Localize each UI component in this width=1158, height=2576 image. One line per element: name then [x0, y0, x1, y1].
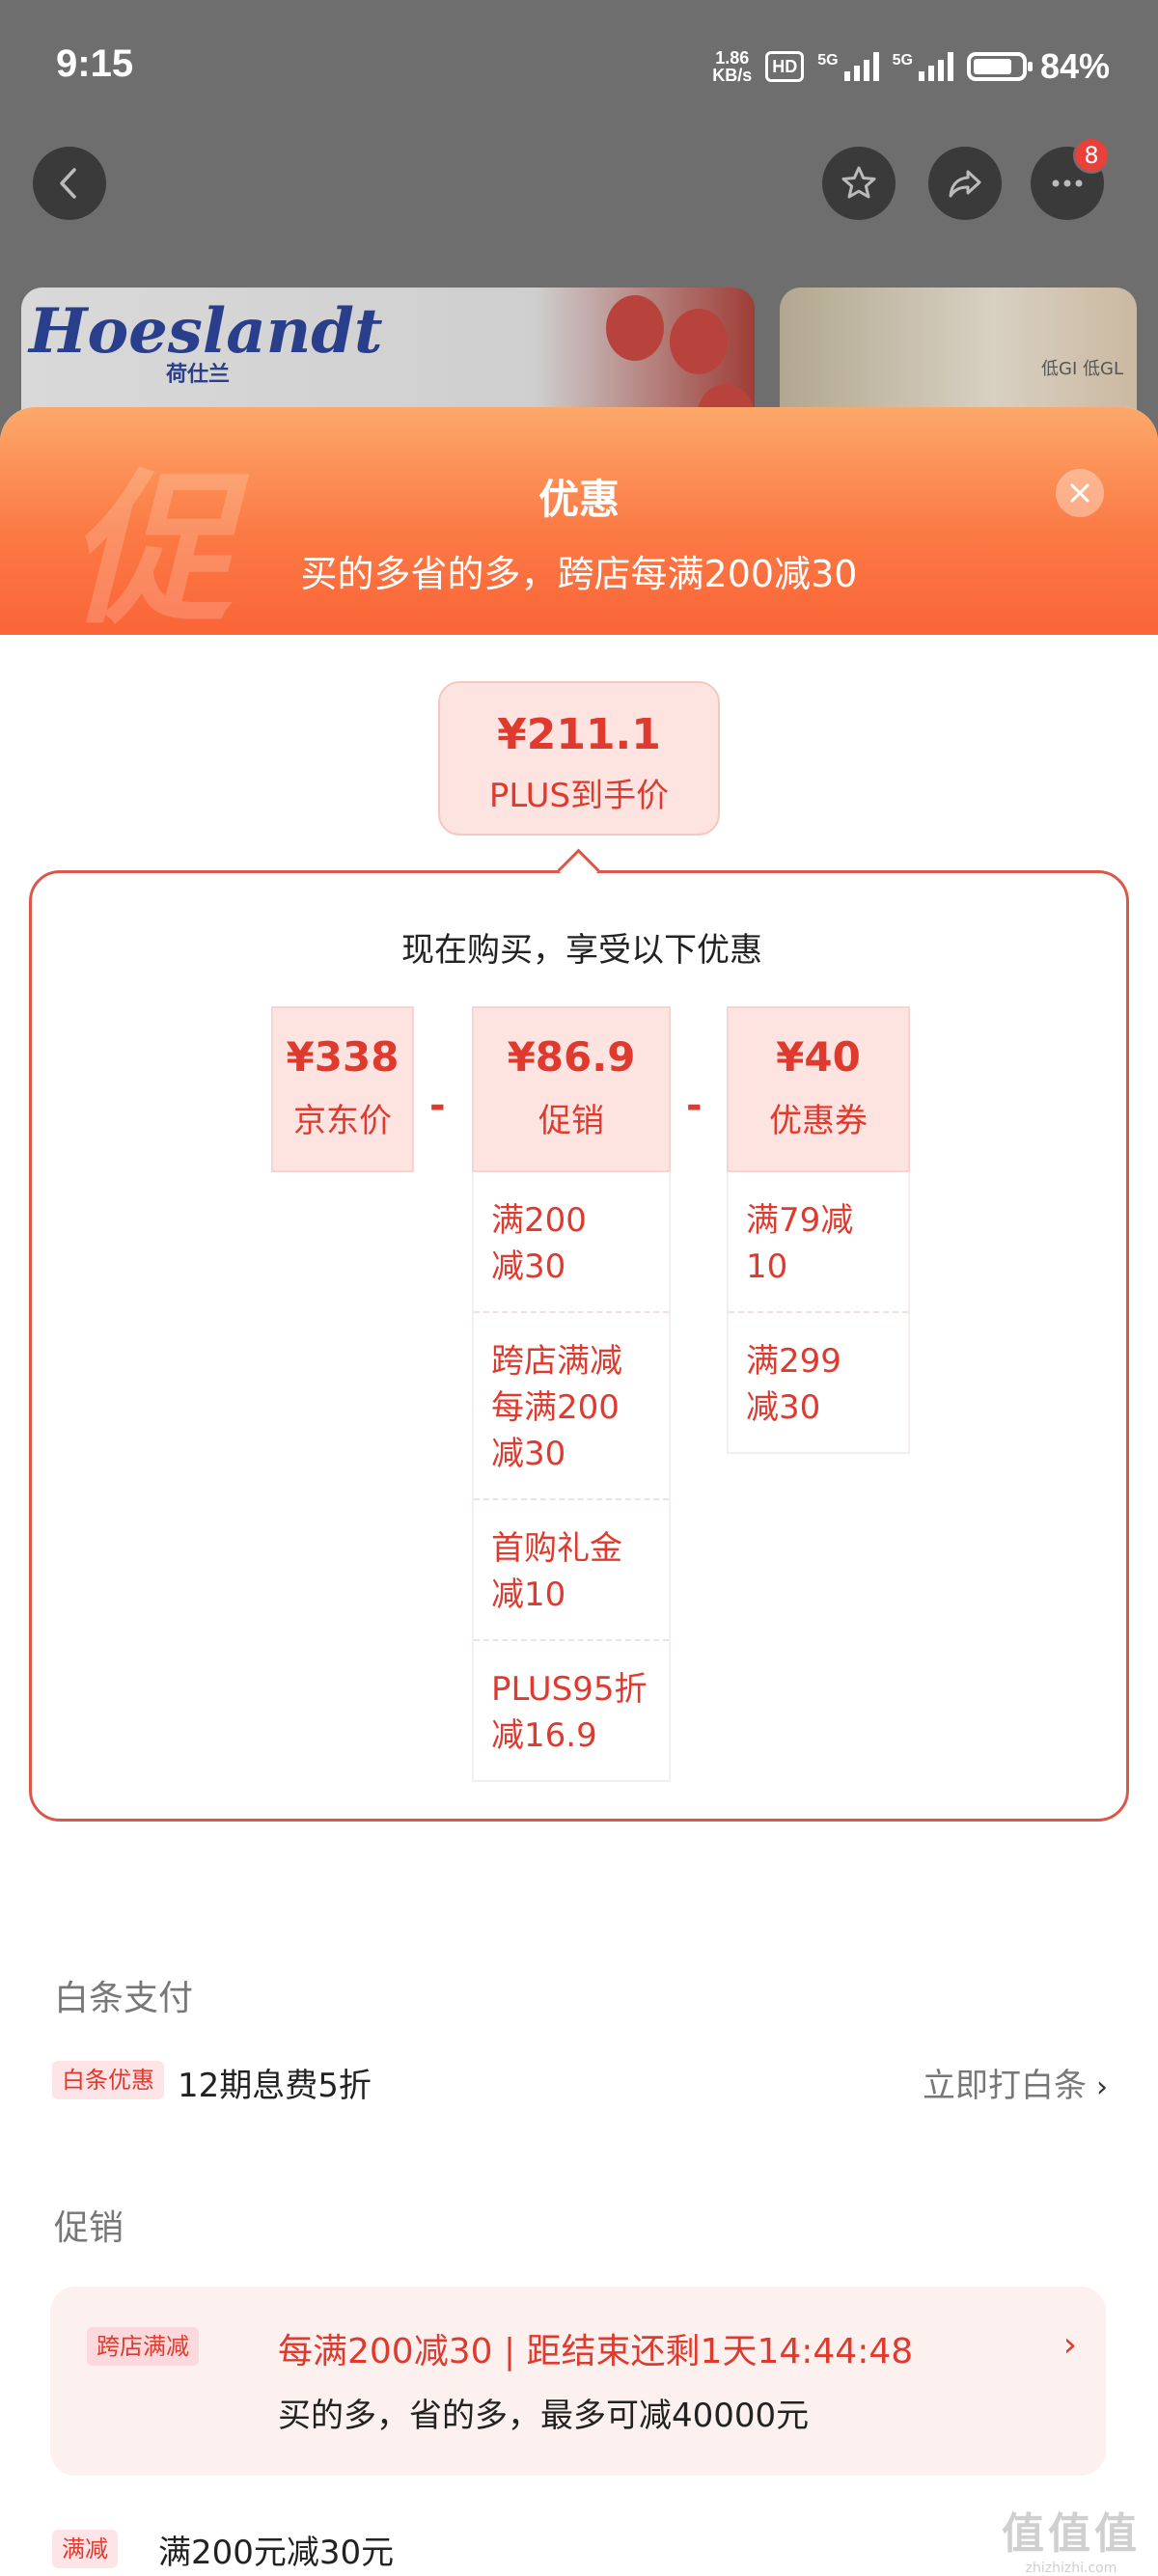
- promotion-label: 促销: [538, 1102, 604, 1140]
- cross-store-promo-card[interactable]: 跨店满减 每满200减30 | 距结束还剩1天14:44:48 买的多，省的多，…: [50, 2287, 1106, 2476]
- final-price-amount: ¥211.1: [497, 710, 661, 759]
- share-button[interactable]: [928, 147, 1002, 220]
- baitiao-section-title: 白条支付: [54, 1979, 194, 2018]
- sheet-header: 促 优惠 买的多省的多，跨店每满200减30: [0, 407, 1158, 635]
- promotion-item: PLUS95折 减16.9: [491, 1670, 648, 1755]
- signal-label: 5G: [817, 52, 839, 69]
- promotion-item: 首购礼金 减10: [474, 1500, 669, 1641]
- promotion-item: 跨店满减 每满200 减30: [474, 1313, 669, 1500]
- site-watermark-logo: 值值值: [1002, 2509, 1141, 2559]
- full-reduction-tag: 满减: [52, 2530, 118, 2568]
- cross-store-tag: 跨店满减: [87, 2327, 199, 2366]
- discount-sheet: 促 优惠 买的多省的多，跨店每满200减30 ¥211.1 PLUS到手价 现在…: [0, 407, 1158, 2576]
- chevron-right-icon: ›: [1062, 2325, 1077, 2365]
- promo-watermark: 促: [68, 455, 233, 635]
- final-price-box: ¥211.1 PLUS到手价: [438, 681, 720, 836]
- baitiao-pay-link-label: 立即打白条: [923, 2067, 1087, 2105]
- breakdown-heading: 现在购买，享受以下优惠: [401, 931, 762, 970]
- coupon-item: 满79减10: [729, 1172, 908, 1313]
- jd-price-amount: ¥338: [286, 1033, 400, 1081]
- promotion-item: 满200 减30: [474, 1172, 669, 1313]
- site-watermark: 值值值 zhizhizhi.com: [1002, 2499, 1141, 2576]
- full-reduction-text[interactable]: 满200元减30元: [158, 2534, 395, 2572]
- minus-sign: -: [686, 1083, 703, 1128]
- network-speed-value: 1.86: [715, 48, 750, 68]
- network-speed: 1.86 KB/s: [712, 49, 752, 84]
- hd-voice-icon: HD: [765, 51, 805, 82]
- sheet-subtitle: 买的多省的多，跨店每满200减30: [300, 553, 858, 595]
- signal-label-2: 5G: [892, 52, 913, 69]
- promotion-box: ¥86.9 促销: [472, 1006, 671, 1172]
- price-breakdown: 现在购买，享受以下优惠 ¥338 京东价 - ¥86.9 促销 满200 减30…: [29, 870, 1129, 1822]
- favorite-button[interactable]: [822, 147, 896, 220]
- close-button[interactable]: [1056, 469, 1104, 517]
- lantern-decoration: [606, 295, 664, 361]
- coupon-box: ¥40 优惠券: [727, 1006, 910, 1172]
- share-icon: [949, 170, 981, 198]
- signal-icon-2: 5G: [893, 52, 953, 81]
- breakdown-column-jd-price: ¥338 京东价: [271, 1006, 414, 1172]
- background-page: 9:15 1.86 KB/s HD 5G 5G 84%: [0, 0, 1158, 480]
- status-bar: 9:15 1.86 KB/s HD 5G 5G 84%: [0, 0, 1158, 135]
- coupon-items: 满79减10 满299 减30: [727, 1172, 910, 1454]
- star-icon: [841, 166, 876, 199]
- promotion-section-title: 促销: [54, 2208, 124, 2248]
- minus-sign: -: [429, 1083, 446, 1128]
- jd-price-label: 京东价: [293, 1102, 392, 1140]
- back-button[interactable]: [33, 147, 106, 220]
- brand-logo: Hoeslandt: [29, 295, 383, 368]
- breakdown-column-coupon: ¥40 优惠券 满79减10 满299 减30: [727, 1006, 910, 1454]
- lantern-decoration: [670, 309, 728, 374]
- notification-badge: 8: [1073, 137, 1110, 174]
- status-time: 9:15: [56, 42, 134, 85]
- coupon-item: 满299 减30: [746, 1342, 841, 1427]
- final-price-label: PLUS到手价: [488, 777, 670, 815]
- promotion-amount: ¥86.9: [507, 1033, 636, 1081]
- site-watermark-url: zhizhizhi.com: [1025, 2561, 1117, 2576]
- baitiao-tag: 白条优惠: [52, 2061, 164, 2099]
- baitiao-offer-text: 12期息费5折: [178, 2067, 372, 2105]
- baitiao-pay-link[interactable]: 立即打白条 ›: [923, 2059, 1108, 2106]
- chevron-right-icon: ›: [1096, 2070, 1108, 2104]
- close-icon: [1070, 483, 1089, 503]
- cross-store-promo-subtitle: 买的多，省的多，最多可减40000元: [278, 2397, 810, 2435]
- more-dots-icon: [1052, 179, 1083, 187]
- battery-percent: 84%: [1039, 46, 1110, 86]
- chevron-left-icon: [60, 168, 76, 199]
- network-speed-unit: KB/s: [712, 66, 753, 85]
- breakdown-column-promotion: ¥86.9 促销 满200 减30 跨店满减 每满200 减30 首购礼金 减1…: [472, 1006, 671, 1782]
- product-thumbnail-text: 低GI 低GL: [1041, 359, 1123, 379]
- battery-fill: [973, 59, 1012, 74]
- coupon-label: 优惠券: [769, 1102, 868, 1140]
- battery-icon: [966, 52, 1033, 81]
- sheet-title: 优惠: [538, 476, 620, 523]
- promotion-items: 满200 减30 跨店满减 每满200 减30 首购礼金 减10 PLUS95折…: [472, 1172, 671, 1782]
- brand-logo-cn: 荷仕兰: [166, 363, 231, 387]
- jd-price-box: ¥338 京东价: [271, 1006, 414, 1172]
- coupon-amount: ¥40: [776, 1033, 861, 1081]
- signal-icon: 5G: [817, 52, 879, 81]
- cross-store-promo-title: 每满200减30 | 距结束还剩1天14:44:48: [278, 2332, 914, 2371]
- more-button[interactable]: 8: [1031, 137, 1110, 220]
- status-indicators: 1.86 KB/s HD 5G 5G 84%: [712, 46, 1110, 87]
